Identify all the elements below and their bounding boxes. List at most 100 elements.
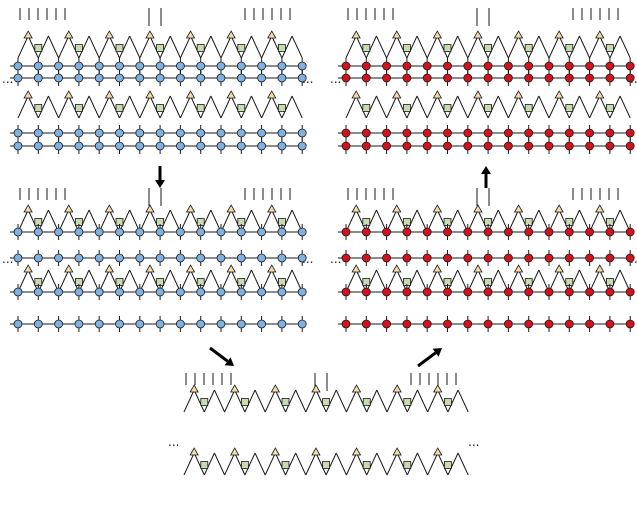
wire xyxy=(437,389,449,413)
isometry-tensor xyxy=(443,104,452,112)
wire xyxy=(619,35,631,59)
site-tensor xyxy=(524,128,534,138)
site-tensor xyxy=(216,73,226,83)
site-tensor xyxy=(564,61,574,71)
wire xyxy=(159,95,171,119)
site-tensor xyxy=(463,287,473,297)
isometry-tensor xyxy=(196,44,205,52)
wire xyxy=(179,95,192,119)
wire xyxy=(366,452,378,476)
site-tensor xyxy=(54,227,63,237)
isometry-tensor xyxy=(156,104,165,112)
wire xyxy=(325,452,337,476)
site-tensor xyxy=(74,319,84,329)
site-tensor xyxy=(257,319,267,329)
wire xyxy=(447,35,459,59)
site-tensor xyxy=(175,128,185,138)
wire xyxy=(244,452,256,476)
wire xyxy=(210,95,222,119)
site-tensor xyxy=(135,287,145,297)
disentangler-tensor xyxy=(23,264,33,273)
wire xyxy=(190,35,202,59)
site-tensor xyxy=(297,61,307,71)
wire xyxy=(427,452,439,476)
site-tensor xyxy=(443,73,452,83)
site-tensor xyxy=(605,141,615,151)
site-tensor xyxy=(605,227,615,237)
site-tensor xyxy=(236,141,246,151)
site-tensor xyxy=(115,319,124,329)
wire xyxy=(108,95,120,119)
site-tensor xyxy=(257,61,267,71)
disentangler-tensor xyxy=(432,264,443,273)
site-tensor xyxy=(402,287,412,297)
wire xyxy=(230,35,242,59)
wire xyxy=(589,95,601,119)
isometry-tensor xyxy=(565,104,574,112)
disentangler-tensor xyxy=(351,204,361,213)
disentangler-tensor xyxy=(226,264,236,273)
isometry-tensor xyxy=(362,44,371,52)
wire xyxy=(264,389,276,413)
isometry-tensor xyxy=(484,44,493,52)
wire xyxy=(406,389,418,413)
arrow-down xyxy=(155,166,165,188)
isometry-tensor xyxy=(322,398,331,406)
site-tensor xyxy=(524,73,534,83)
site-tensor xyxy=(277,128,287,138)
wire xyxy=(58,95,70,119)
disentangler-tensor xyxy=(433,384,443,393)
site-tensor xyxy=(115,253,124,263)
wire xyxy=(528,95,540,119)
wire xyxy=(315,452,327,476)
site-tensor xyxy=(585,319,594,329)
wire xyxy=(240,35,252,59)
wire xyxy=(281,35,293,59)
wire xyxy=(538,95,550,119)
site-tensor xyxy=(463,141,473,151)
site-tensor xyxy=(175,287,185,297)
wire xyxy=(274,452,286,476)
wire xyxy=(578,35,591,59)
site-tensor xyxy=(196,287,206,297)
wire xyxy=(538,35,550,59)
site-tensor xyxy=(585,61,594,71)
site-tensor xyxy=(115,61,124,71)
site-tensor xyxy=(483,253,493,263)
site-tensor xyxy=(135,253,145,263)
wire xyxy=(365,95,377,119)
site-tensor xyxy=(115,141,124,151)
arrow-diag-down-right xyxy=(209,346,234,366)
wire xyxy=(193,389,205,413)
site-tensor xyxy=(544,73,554,83)
wire xyxy=(396,95,408,119)
wire xyxy=(78,95,90,119)
wire xyxy=(193,452,205,476)
wire xyxy=(416,95,428,119)
site-tensor xyxy=(443,287,452,297)
site-tensor xyxy=(341,287,351,297)
arrow-head xyxy=(224,357,234,366)
site-tensor xyxy=(463,73,473,83)
isometry-tensor xyxy=(75,44,83,52)
disentangler-tensor xyxy=(351,30,361,39)
disentangler-tensor xyxy=(595,264,605,273)
wire xyxy=(436,95,448,119)
wire xyxy=(264,452,276,476)
disentangler-tensor xyxy=(595,90,605,99)
wire xyxy=(250,95,263,119)
site-tensor xyxy=(544,128,554,138)
site-tensor xyxy=(422,287,432,297)
wire xyxy=(376,452,388,476)
disentangler-tensor xyxy=(226,90,236,99)
site-tensor xyxy=(94,253,104,263)
site-tensor xyxy=(13,253,23,263)
site-tensor xyxy=(564,287,574,297)
disentangler-tensor xyxy=(351,447,362,456)
panel-top-left: ...... xyxy=(2,8,313,154)
wire xyxy=(295,452,307,476)
site-tensor xyxy=(196,253,206,263)
panel-middle-right: ...... xyxy=(330,188,637,332)
site-tensor xyxy=(236,287,246,297)
site-tensor xyxy=(585,253,594,263)
